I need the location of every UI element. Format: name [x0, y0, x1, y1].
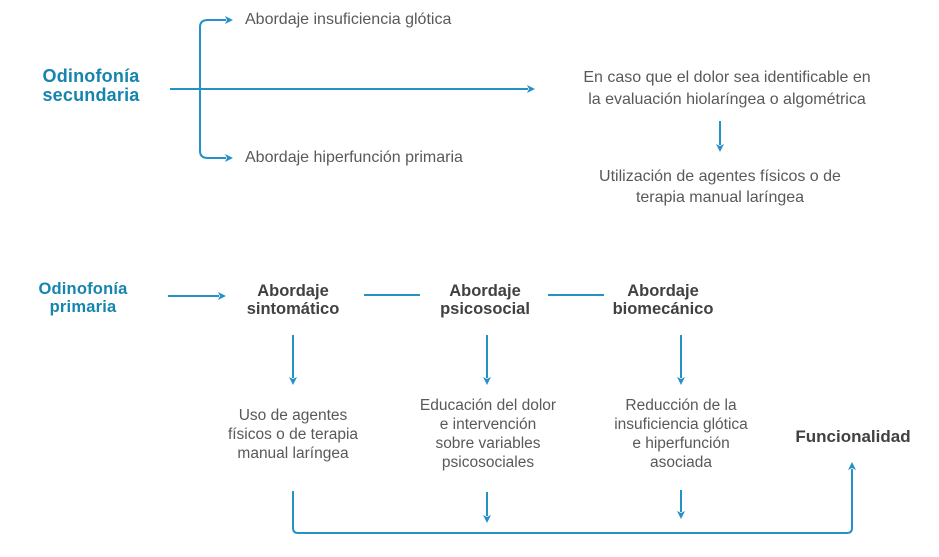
symptomatic-approach-title: Abordaje sintomático	[246, 282, 340, 318]
glottic-insufficiency-approach-label: Abordaje insuficiencia glótica	[245, 11, 452, 28]
psychosocial-approach-title: Abordaje psicosocial	[440, 282, 530, 318]
collector-to-funcionalidad	[292, 462, 856, 534]
physical-agents-action-text: Utilización de agentes físicos o de tera…	[599, 168, 841, 206]
biomechanical-approach-title: Abordaje biomecánico	[612, 282, 714, 318]
biomechanical-approach-detail: Reducción de la insuficiencia glótica e …	[614, 397, 748, 471]
pain-identifiable-condition-text: En caso que el dolor sea identificable e…	[583, 69, 871, 108]
symptomatic-approach-detail: Uso de agentes físicos o de terapia manu…	[227, 407, 359, 462]
secondary-odynophonia-label: Odinofonía secundaria	[42, 66, 140, 105]
functionality-outcome-label: Funcionalidad	[795, 427, 911, 446]
primary-odynophonia-label: Odinofonía primaria	[38, 280, 128, 316]
psychosocial-approach-detail: Educación del dolor e intervención sobre…	[419, 397, 557, 471]
primary-hyperfunction-approach-label: Abordaje hiperfunción primaria	[245, 149, 463, 166]
